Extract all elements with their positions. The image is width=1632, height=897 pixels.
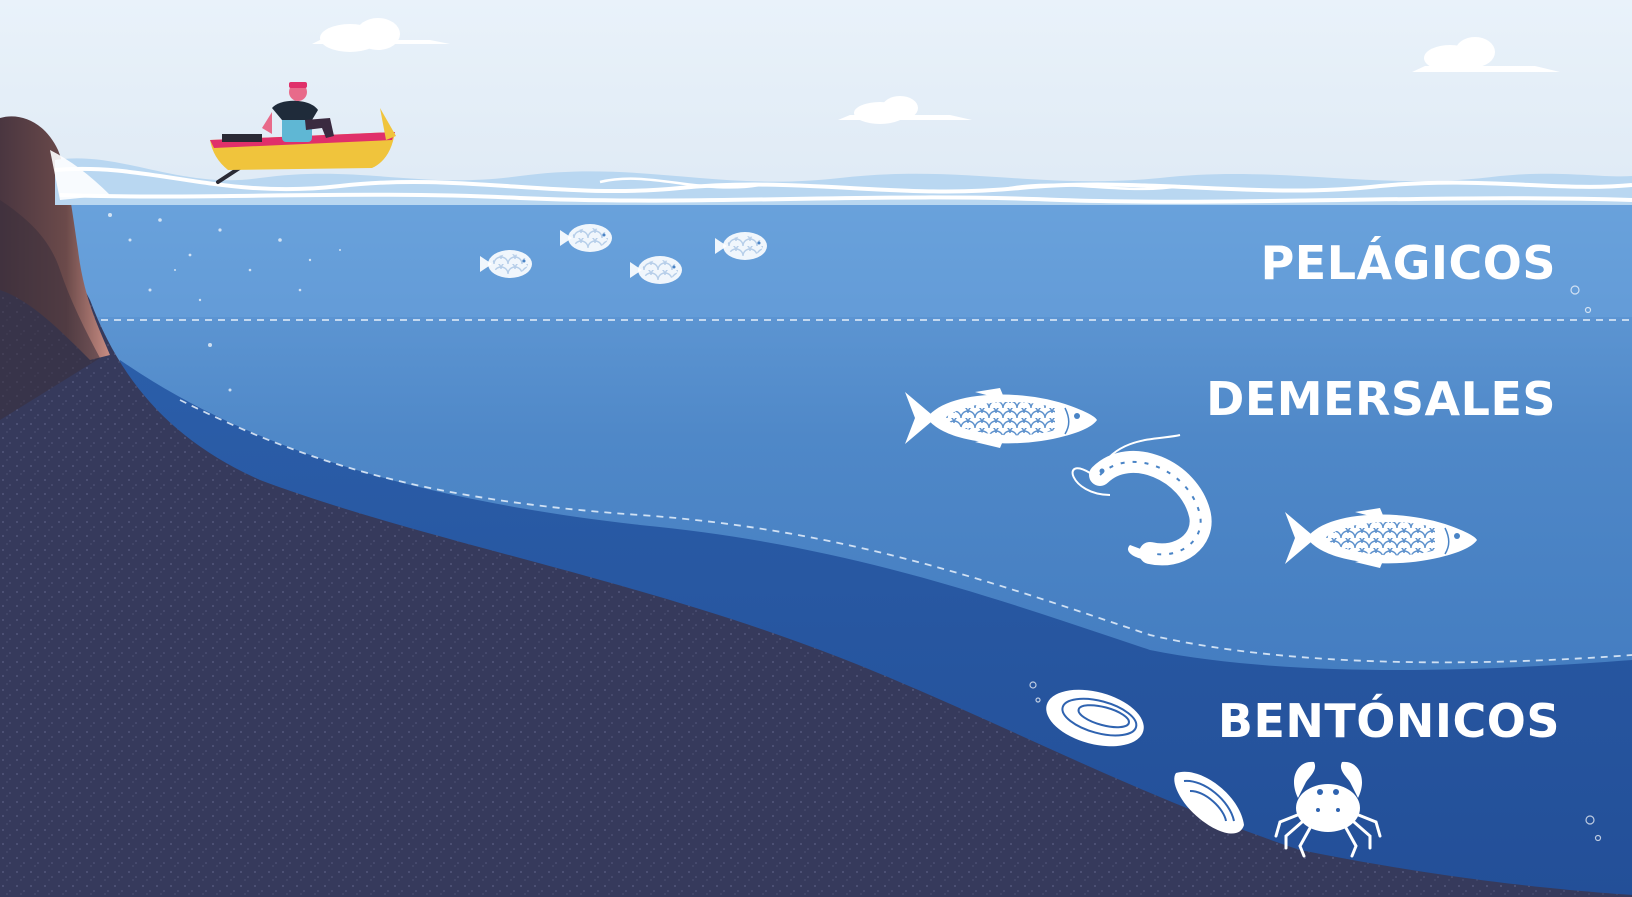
sky bbox=[0, 0, 1632, 200]
demersal-zone-label: DEMERSALES bbox=[1206, 372, 1556, 426]
pelagic-zone-label: PELÁGICOS bbox=[1261, 236, 1556, 290]
benthic-zone-label: BENTÓNICOS bbox=[1218, 694, 1560, 748]
